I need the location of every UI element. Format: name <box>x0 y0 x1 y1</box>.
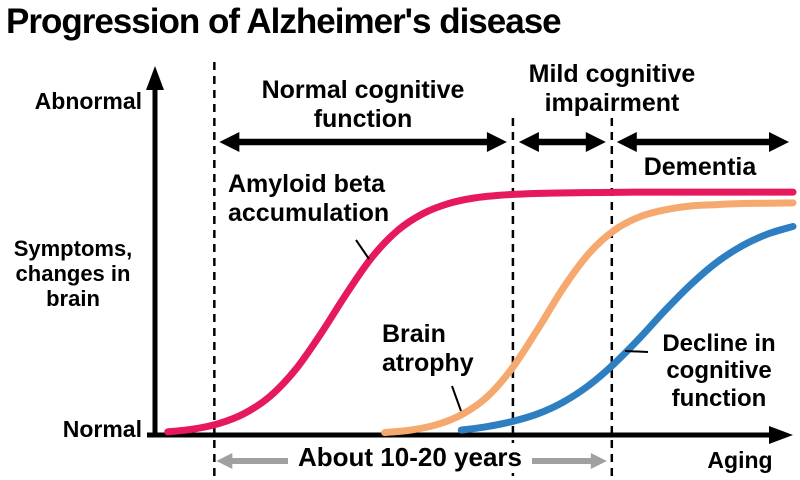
pointer-amyloid-beta <box>355 239 370 260</box>
duration-label: About 10-20 years <box>288 442 532 473</box>
duration-arrow-head-left <box>216 453 233 469</box>
y-axis-max-label: Abnormal <box>34 88 142 114</box>
series-label-amyloid-beta: Amyloid beta accumulation <box>228 170 390 227</box>
stage-label-mild-cognitive-impairment: Mild cognitive impairment <box>503 60 721 117</box>
stage-arrow-mild-head-left <box>518 132 539 152</box>
series-label-cognitive-decline: Decline in cognitive function <box>662 330 776 412</box>
y-axis-label: Symptoms, changes in brain <box>13 236 133 312</box>
stage-arrow-dementia-head-right <box>769 132 789 152</box>
x-axis-label: Aging <box>707 447 773 473</box>
curve-amyloid-beta <box>164 188 797 436</box>
series-label-brain-atrophy: Brain atrophy <box>382 320 474 377</box>
x-axis-arrowhead <box>769 426 793 444</box>
pointer-brain-atrophy <box>451 385 462 412</box>
pointer-cognitive-decline <box>624 350 649 353</box>
stage-arrow-dementia-head-left <box>616 132 637 152</box>
stage-label-normal-cognitive-function: Normal cognitive function <box>261 76 465 133</box>
page-title: Progression of Alzheimer's disease <box>6 2 562 41</box>
y-axis-arrowhead <box>146 66 164 90</box>
stage-arrow-normal-head-left <box>219 132 240 152</box>
curve-brain-atrophy <box>381 199 797 437</box>
y-axis-min-label: Normal <box>62 416 142 442</box>
stage-label-dementia: Dementia <box>643 153 757 181</box>
stage-arrow-mild-head-right <box>585 132 606 152</box>
duration-arrow-head-right <box>590 453 607 469</box>
stage-arrow-normal-head-right <box>486 132 507 152</box>
